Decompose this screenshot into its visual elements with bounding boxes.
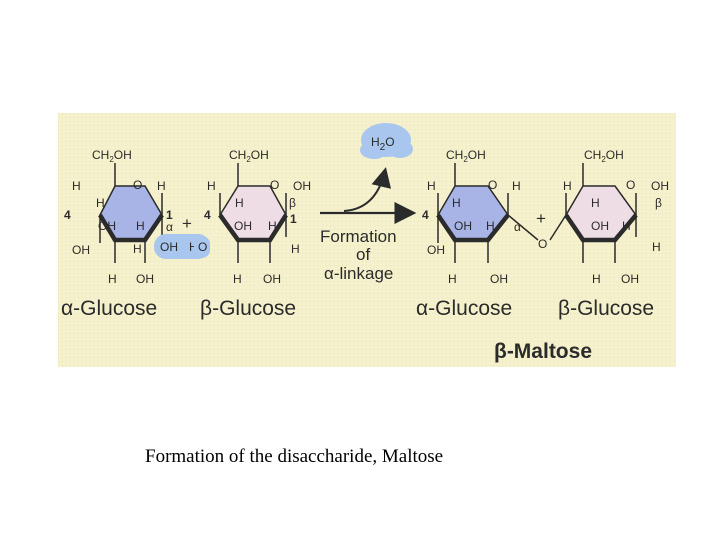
formation-text-line3: α-linkage [324,264,393,283]
oh-label: OH [490,272,508,286]
beta-glucose-molecule-1: CH2OH O H H OH β 4 1 OH H O H H OH [194,148,311,286]
beta-glucose-name-2: β-Glucose [558,297,654,320]
h-label: H [72,179,81,193]
ring-front-edge [436,213,510,243]
h-label: H [563,179,572,193]
ring-oxygen: O [626,178,635,192]
h-label: H [486,219,495,233]
ch2oh-label: CH2OH [446,148,486,164]
maltose-formation-diagram: CH2OH O H H H 4 1 α OH H OH H H OH OH H … [58,113,676,367]
carbon-4-label: 4 [204,208,211,222]
oh-label: OH [454,219,472,233]
maltose-name: β-Maltose [494,340,592,363]
beta-glucose-name-1: β-Glucose [200,297,296,320]
oh-label: OH [263,272,281,286]
beta-symbol: β [289,196,296,210]
plus-sign: + [536,209,546,228]
ring-oxygen: O [270,178,279,192]
h-label: H [268,219,277,233]
oh-label: OH [160,240,178,254]
oh-label: OH [651,179,669,193]
alpha-glucose-name-1: α-Glucose [61,297,157,320]
h-label: H [592,272,601,286]
oh-label: OH [136,272,154,286]
carbon-1-label: 1 [290,212,297,226]
ring-front-edge [218,213,288,243]
beta-symbol: β [655,196,662,210]
h-label: H [189,240,198,254]
carbon-4-label: 4 [64,208,71,222]
h-label: H [133,242,142,256]
bridging-oxygen: O [538,237,547,251]
ch2oh-label: CH2OH [92,148,132,164]
alpha-symbol: α [166,220,173,234]
oh-label: OH [591,219,609,233]
diagram-canvas: CH2OH O H H H 4 1 α OH H OH H H OH OH H … [58,113,676,367]
oh-label: OH [427,243,445,257]
water-label: H2O [371,135,395,153]
h-label: H [512,179,521,193]
carbon-4-label: 4 [422,208,429,222]
ch2oh-label: CH2OH [584,148,624,164]
alpha-glucose-molecule-2: CH2OH O H H H 4 OH H α OH H OH [422,148,521,286]
h-label: H [427,179,436,193]
h-label: H [622,219,631,233]
leaving-group-bubble-right [194,236,210,258]
h-label: H [136,219,145,233]
glycosidic-bond-right [549,214,567,241]
beta-glucose-molecule-2: CH2OH O H H OH β OH H H H OH [563,148,669,286]
ring-oxygen: O [198,240,207,254]
alpha-glucose-name-2: α-Glucose [416,297,512,320]
oh-label: OH [98,219,116,233]
plus-sign: + [182,214,192,233]
oh-label: OH [621,272,639,286]
oh-label: OH [234,219,252,233]
h-label: H [233,272,242,286]
reaction-arrow-group: H2O Formation of α-linkage [320,123,417,283]
h-label: H [591,196,600,210]
ring-front-edge [564,213,638,243]
h-label: H [291,242,300,256]
carbon-1-label: 1 [166,208,173,222]
h-label: H [108,272,117,286]
h-label: H [452,196,461,210]
h-label: H [448,272,457,286]
oh-label: OH [293,179,311,193]
oh-label: OH [72,243,90,257]
h-label: H [96,196,105,210]
h-label: H [652,240,661,254]
figure-caption: Formation of the disaccharide, Maltose [145,446,444,467]
h-label: H [235,196,244,210]
alpha-symbol: α [514,220,521,234]
glycosidic-bond-left [507,214,539,241]
formation-text-line1: Formation [320,227,397,246]
ring-oxygen: O [488,178,497,192]
h-label: H [157,179,166,193]
ring-oxygen: O [133,178,142,192]
ring-front-edge [98,213,164,243]
h-label: H [207,179,216,193]
ch2oh-label: CH2OH [229,148,269,164]
water-release-arrow [343,167,392,212]
formation-text-line2: of [356,245,370,264]
